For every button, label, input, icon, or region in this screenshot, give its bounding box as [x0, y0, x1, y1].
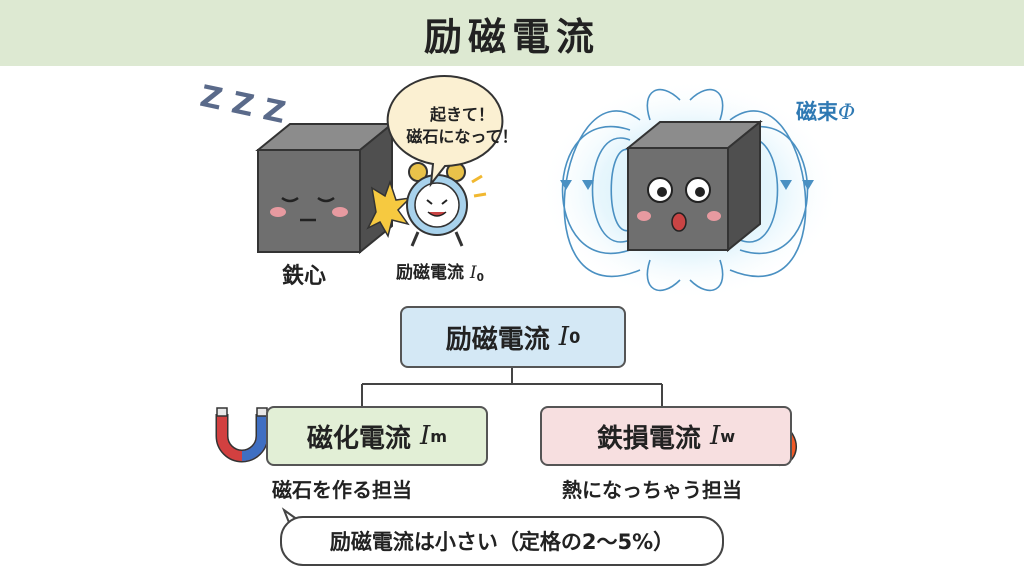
- flux-arrow-icons: [560, 180, 814, 190]
- horseshoe-magnet-icon: [215, 407, 269, 463]
- note-text: 励磁電流は小さい（定格の2〜5%）: [329, 530, 675, 554]
- speech-line-1: 起きて！: [429, 105, 494, 124]
- magnetic-flux-lines: [561, 88, 809, 292]
- excitation-current-symbol: I: [558, 322, 570, 352]
- iron-loss-current-label: 鉄損電流: [596, 423, 701, 454]
- flux-label-text: 磁束: [796, 100, 838, 124]
- speech-line-2: 磁石になって！: [406, 127, 517, 146]
- header-bar: 励磁電流: [0, 0, 1024, 66]
- tree-connectors: [361, 366, 663, 406]
- sleep-z-icon: Z Z Z: [197, 79, 289, 131]
- flux-label: 磁束Φ: [796, 96, 855, 126]
- iron-loss-current-subscript: w: [720, 426, 736, 446]
- speech-bubble: [386, 75, 504, 188]
- impact-burst-icon: [366, 179, 413, 238]
- iron-loss-current-symbol: I: [709, 421, 721, 451]
- page-title: 励磁電流: [423, 14, 600, 59]
- clock-current-label: 励磁電流 I0: [396, 258, 484, 284]
- iron-core-label: 鉄心: [282, 264, 327, 289]
- magnetizing-current-symbol: I: [420, 421, 431, 451]
- magnetizing-current-label: 磁化電流: [306, 423, 411, 454]
- alarm-clock-icon: [406, 162, 487, 247]
- clock-current-symbol: I: [469, 263, 477, 283]
- note-bubble: 励磁電流は小さい（定格の2〜5%）: [280, 516, 724, 566]
- iron-loss-caption: 熱になっちゃう担当: [562, 478, 742, 502]
- magnetizing-current-subscript: m: [430, 426, 448, 446]
- excitation-current-label: 励磁電流: [445, 324, 550, 355]
- clock-current-subscript: 0: [476, 272, 484, 285]
- magnetizing-caption: 磁石を作る担当: [272, 478, 412, 502]
- magnet-cube-icon: [625, 119, 763, 253]
- clock-current-text: 励磁電流: [396, 263, 464, 283]
- flux-symbol: Φ: [838, 100, 856, 124]
- excitation-current-subscript: 0: [569, 327, 581, 347]
